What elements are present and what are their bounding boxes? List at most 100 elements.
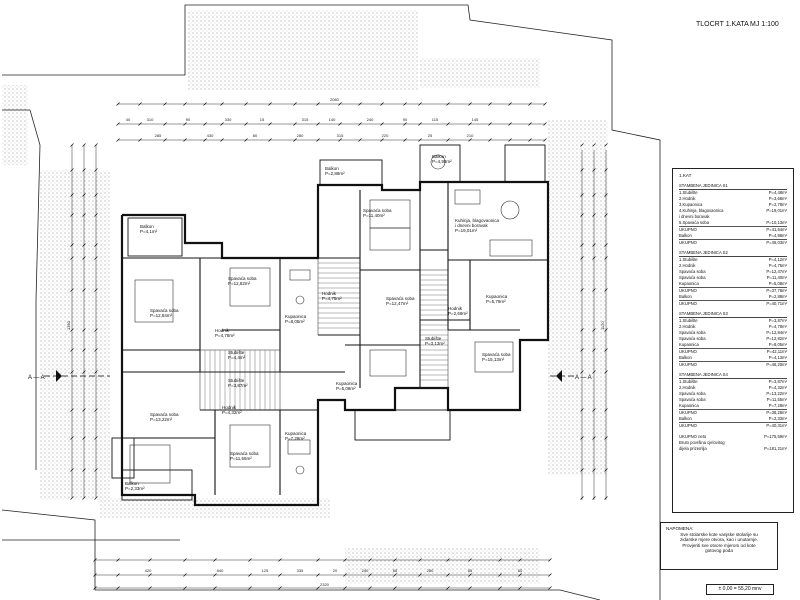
dimension-bottom-total: 2320: [320, 582, 330, 587]
legend-row: Spavaća soba P=11,40m²: [679, 275, 787, 281]
note-line: gotovog poda: [705, 548, 733, 554]
legend-room-area: P=8,05m²: [768, 342, 787, 347]
legend-room-area: P=11,55m²: [766, 397, 787, 402]
dimension-top-total: 2060: [330, 97, 340, 102]
legend-room-name: Spavaća soba: [679, 336, 706, 341]
room-area: P=19,01m²: [455, 228, 478, 233]
room-name: Kupaonica: [486, 294, 508, 299]
room-area: P=2,33m²: [125, 486, 145, 491]
legend-room-area: P=3,66m²: [768, 196, 787, 201]
room-area: P=4,98m²: [432, 159, 452, 164]
dimension-value: 65: [468, 568, 473, 573]
legend-room-name: Spavaća soba: [679, 275, 706, 280]
dimension-value: 80: [518, 568, 523, 573]
room-name: Spavaća soba: [482, 352, 511, 357]
legend-room-area: P=3,87m²: [768, 379, 787, 384]
legend-room-name: Spavaća soba: [679, 391, 706, 396]
note-line: zidarske mjere otvora, kao i unutarnje.: [680, 537, 758, 543]
legend-room-area: P=38,28m²: [766, 410, 787, 415]
legend-room-name: Balkon: [679, 294, 692, 299]
legend-room-area: P=12,82m²: [766, 336, 787, 341]
legend-room-area: P=40,71m²: [766, 301, 787, 306]
svg-text:A — A: A — A: [575, 375, 592, 381]
room-area: P=4,78m²: [215, 333, 235, 338]
legend-total-name: Bruto površina cjelovitog: [679, 440, 725, 445]
legend-room-area: P=40,31m²: [766, 423, 787, 428]
legend-room-name: UKUPNO: [679, 288, 697, 293]
dimension-value: 315: [302, 117, 309, 122]
legend-room-name: Kupaonica: [679, 342, 699, 347]
dimension-value: 240: [362, 568, 369, 573]
legend-room-area: P=19,01m²: [766, 208, 787, 213]
legend-room-area: P=12,84m²: [766, 330, 787, 335]
legend-room-name: UKUPNO: [679, 301, 697, 306]
legend-room-area: P=46,20m²: [766, 362, 787, 367]
room-name: Kupaonica: [285, 431, 307, 436]
reference-level: ± 0,00 = 55,20 mnv: [706, 584, 774, 595]
legend-row: i dnevni boravak: [679, 214, 787, 220]
dimension-value: 240: [367, 117, 374, 122]
legend-unit-title: STAMBENA JEDINICA S1: [679, 183, 787, 190]
room-area: P=3,13m²: [425, 341, 445, 346]
legend-room-name: UKUPNO: [679, 227, 697, 232]
legend-room-name: UKUPNO: [679, 240, 697, 245]
dimension-value: 125: [262, 568, 269, 573]
room-area: P=2,88m²: [325, 171, 345, 176]
room-name: Hodnik: [322, 291, 337, 296]
legend-room-name: UKUPNO: [679, 410, 697, 415]
note-line: Provjeriti sve otvore mjerom od kote: [682, 542, 756, 548]
dimension-value: 210: [467, 133, 474, 138]
room-area: P=5,79m²: [486, 299, 506, 304]
room-area: P=7,28m²: [285, 436, 305, 441]
dimension-right-height: 1120: [600, 321, 605, 330]
legend-room-name: Balkon: [679, 416, 692, 421]
section-mark-left: A — A: [28, 370, 110, 382]
legend-room-area: P=4,98m²: [768, 233, 787, 238]
legend-room-area: P=11,40m²: [766, 275, 787, 280]
room-name: i dnevni boravak: [455, 223, 489, 228]
dimension-value: 80: [253, 133, 258, 138]
legend-room-area: P=4,78m²: [768, 324, 787, 329]
legend-room-name: Kupaonica: [679, 403, 699, 408]
legend-total-row: Bruto površina cjelovitog: [679, 440, 787, 446]
legend-total-value: P=181,21m²: [764, 446, 787, 451]
note-line: Sve stolarske kote vanjske stolarije su: [680, 531, 758, 537]
legend-row: Kupaonica P=8,05m²: [679, 342, 787, 348]
room-area: P=2,69m²: [448, 311, 468, 316]
legend-room-area: P=4,12m²: [768, 257, 787, 262]
legend-room-area: P=3,87m²: [768, 318, 787, 323]
dimension-value: 145: [472, 117, 479, 122]
legend-room-name: 2.Hodnik: [679, 196, 696, 201]
room-name: Kuhinja, blagovaonica: [455, 218, 500, 223]
furniture: [129, 154, 533, 484]
